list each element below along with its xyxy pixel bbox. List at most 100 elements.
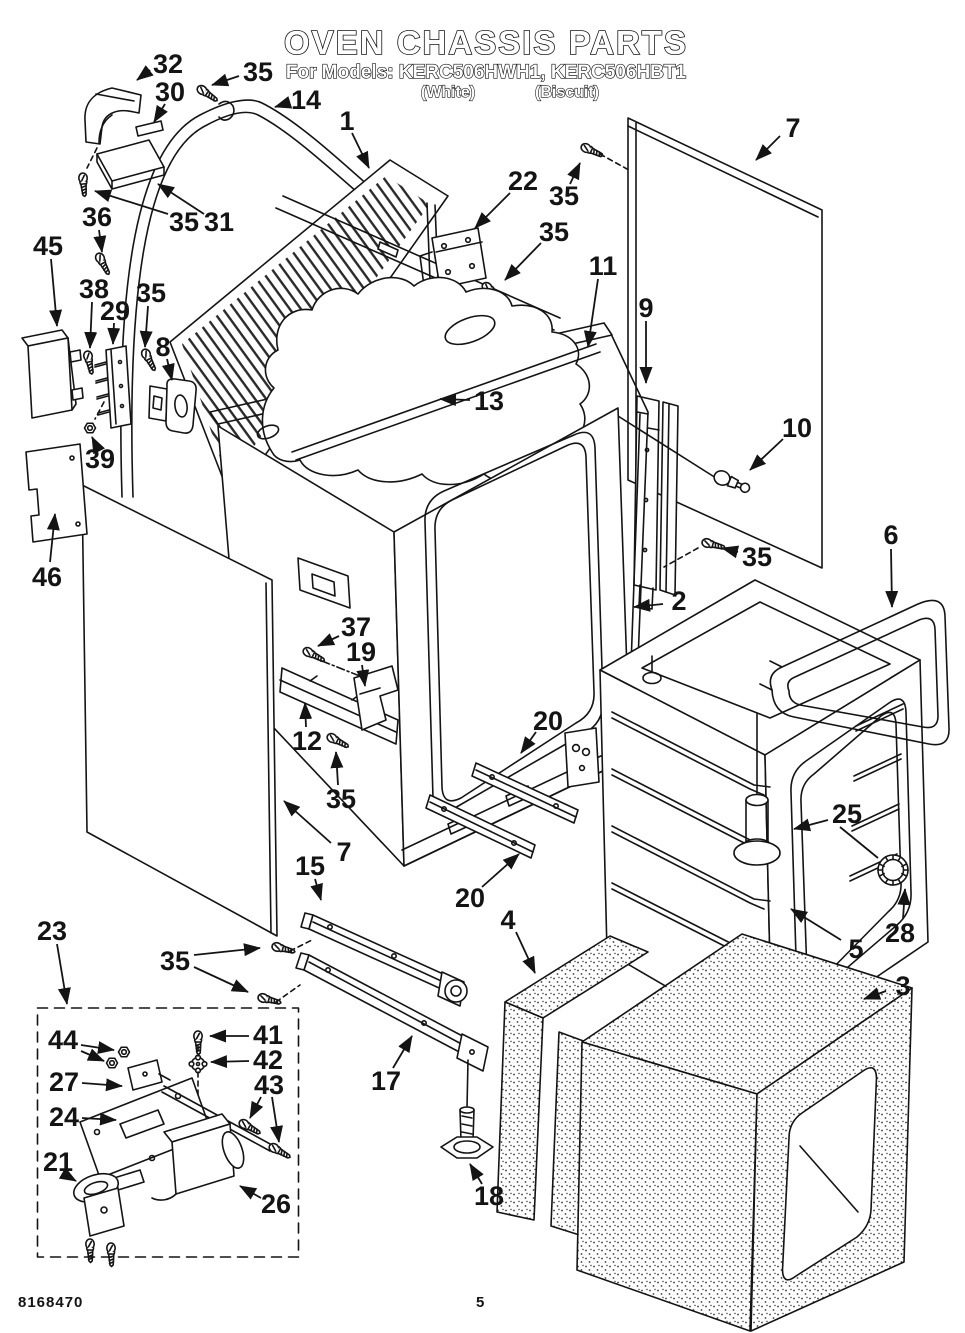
- callout-37: 37: [341, 612, 371, 642]
- part-knurled-cap: [877, 854, 909, 886]
- leader-line-6: [885, 548, 899, 608]
- leader-line-24: [81, 1112, 117, 1126]
- alignment-dash: [663, 547, 699, 568]
- callout-36: 36: [82, 202, 112, 232]
- callout-35: 35: [742, 542, 772, 572]
- callout-9: 9: [638, 293, 653, 323]
- callout-39: 39: [85, 444, 115, 474]
- callout-20: 20: [533, 706, 563, 736]
- callout-35: 35: [549, 181, 579, 211]
- footer: 8168470 5: [18, 1294, 484, 1311]
- leader-line-7: [755, 135, 781, 161]
- leader-line-29: [107, 322, 121, 345]
- leader-line-25: [839, 826, 879, 859]
- screw-icon: [84, 1238, 96, 1264]
- finish-label-biscuit: (Biscuit): [535, 84, 599, 101]
- leader-line-11: [583, 278, 599, 348]
- leader-line-43: [249, 1096, 264, 1119]
- leader-line-43: [270, 1096, 283, 1143]
- callout-35: 35: [326, 784, 356, 814]
- part-plunger-switch: [127, 1059, 171, 1091]
- part-latch-cam: [72, 1169, 145, 1237]
- alignment-dash: [599, 153, 655, 185]
- leader-line-42: [210, 1055, 250, 1069]
- callout-35: 35: [243, 57, 273, 87]
- leader-line-28: [897, 888, 911, 920]
- screw-icon: [77, 171, 90, 198]
- callout-1: 1: [339, 106, 354, 136]
- callout-35: 35: [160, 946, 190, 976]
- leader-line-15: [310, 878, 323, 901]
- leader-line-27: [81, 1078, 123, 1092]
- knurling: [877, 854, 909, 886]
- callout-26: 26: [261, 1189, 291, 1219]
- part-leveling-foot: [440, 1059, 494, 1159]
- leader-line-35: [330, 751, 344, 786]
- callout-22: 22: [508, 166, 538, 196]
- alignment-dash: [275, 939, 313, 1003]
- leader-line-4: [515, 931, 536, 974]
- leader-line-20: [481, 853, 520, 888]
- leader-line-37: [317, 633, 340, 647]
- leader-line-35: [139, 305, 153, 348]
- part-support-rail-b: [425, 794, 536, 859]
- callout-12: 12: [292, 726, 322, 756]
- callout-7: 7: [785, 113, 800, 143]
- leader-line-36: [93, 229, 107, 253]
- leader-line-17: [392, 1035, 413, 1069]
- leader-line-38: [84, 301, 98, 349]
- callout-19: 19: [346, 637, 376, 667]
- leader-line-35: [193, 943, 261, 957]
- part-insulation-box: [576, 933, 913, 1332]
- exploded-view-artwork: [21, 82, 950, 1332]
- leader-line-3: [863, 987, 887, 1000]
- callout-42: 42: [253, 1045, 283, 1075]
- screw-icon: [266, 1141, 293, 1162]
- page-title: OVEN CHASSIS PARTS: [284, 24, 688, 61]
- alignment-dash: [86, 147, 98, 169]
- leader-line-8: [161, 358, 175, 381]
- leader-line-21: [58, 1167, 77, 1182]
- document-number: 8168470: [18, 1294, 83, 1311]
- part-insulation-pad: [96, 139, 165, 190]
- part-side-panel-left: [81, 484, 278, 937]
- leader-line-35: [193, 966, 249, 993]
- callout-20: 20: [455, 883, 485, 913]
- callout-3: 3: [895, 971, 910, 1001]
- leader-line-31: [157, 183, 205, 215]
- leader-line-25: [793, 818, 829, 832]
- screw-icon: [270, 940, 297, 957]
- leader-line-14: [274, 96, 293, 109]
- callout-7: 7: [336, 837, 351, 867]
- callout-25: 25: [832, 799, 862, 829]
- leader-line-18: [469, 1163, 484, 1185]
- leader-line-1: [351, 132, 370, 169]
- screw-icon: [93, 250, 114, 278]
- leader-line-32: [136, 65, 154, 81]
- callout-24: 24: [49, 1102, 79, 1132]
- leader-line-19: [356, 664, 370, 687]
- leader-line-44: [80, 1048, 105, 1062]
- leader-line-39: [91, 436, 105, 455]
- part-terminal-block: [94, 345, 132, 429]
- leader-line-46: [46, 513, 60, 563]
- callout-8: 8: [155, 332, 170, 362]
- leader-line-35: [567, 162, 581, 185]
- leader-line-35: [721, 545, 740, 559]
- title-block: OVEN CHASSIS PARTS For Models: KERC506HW…: [283, 23, 688, 101]
- part-latch-motor: [151, 1113, 245, 1201]
- callout-41: 41: [253, 1020, 283, 1050]
- leader-line-45: [49, 258, 63, 327]
- callout-43: 43: [254, 1070, 284, 1100]
- screw-icon: [578, 141, 606, 161]
- callout-18: 18: [474, 1181, 504, 1211]
- nut-icon: [117, 1046, 131, 1058]
- part-receptacle-plate: [148, 378, 197, 434]
- alignment-dash: [94, 401, 105, 420]
- part-broil-element: [759, 599, 950, 746]
- screw-icon: [236, 1117, 263, 1138]
- leader-line-26: [239, 1185, 262, 1200]
- part-support-rail-a: [471, 762, 579, 824]
